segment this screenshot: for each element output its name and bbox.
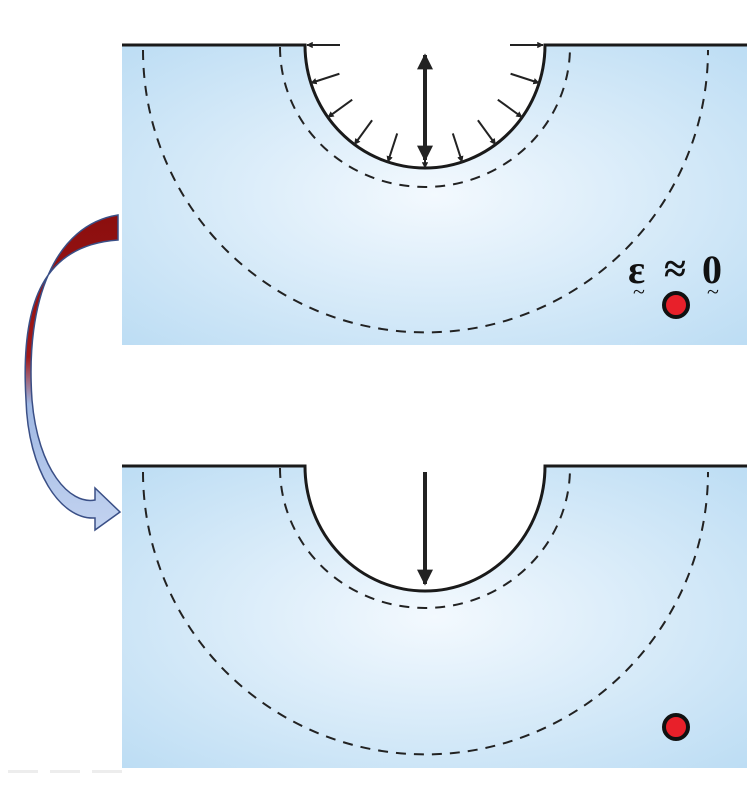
traction-arrow (386, 133, 399, 163)
equation-rhs: 0 (702, 247, 722, 292)
traction-arrow (327, 98, 353, 119)
ground-surface-line (122, 464, 747, 593)
watermark (8, 770, 122, 773)
traction-arrow (497, 98, 523, 119)
boundary-traction-arrows (306, 41, 544, 169)
traction-arrow (510, 72, 540, 85)
after-excavation-panel (122, 464, 747, 768)
traction-arrow (477, 119, 497, 146)
traction-arrow (451, 133, 464, 163)
strain-equation: ε ≈ 0 ~ ~ (628, 246, 722, 304)
equation-lhs: ε (628, 247, 645, 292)
before-excavation-panel: ε ≈ 0 ~ ~ (122, 41, 747, 345)
domain-region (122, 466, 747, 768)
inner-dashed-contour (279, 467, 571, 609)
equation-relation: ≈ (664, 246, 686, 291)
red-dot-icon (662, 291, 690, 319)
red-dot-icon (662, 713, 690, 741)
traction-arrow (353, 119, 373, 146)
inner-dashed-contour (279, 46, 571, 188)
traction-arrow (310, 72, 340, 85)
domain-region (122, 45, 747, 345)
curved-arrow-icon (24, 214, 122, 532)
equation-lhs-decoration: ~ (633, 279, 645, 304)
equation-rhs-decoration: ~ (707, 279, 719, 304)
